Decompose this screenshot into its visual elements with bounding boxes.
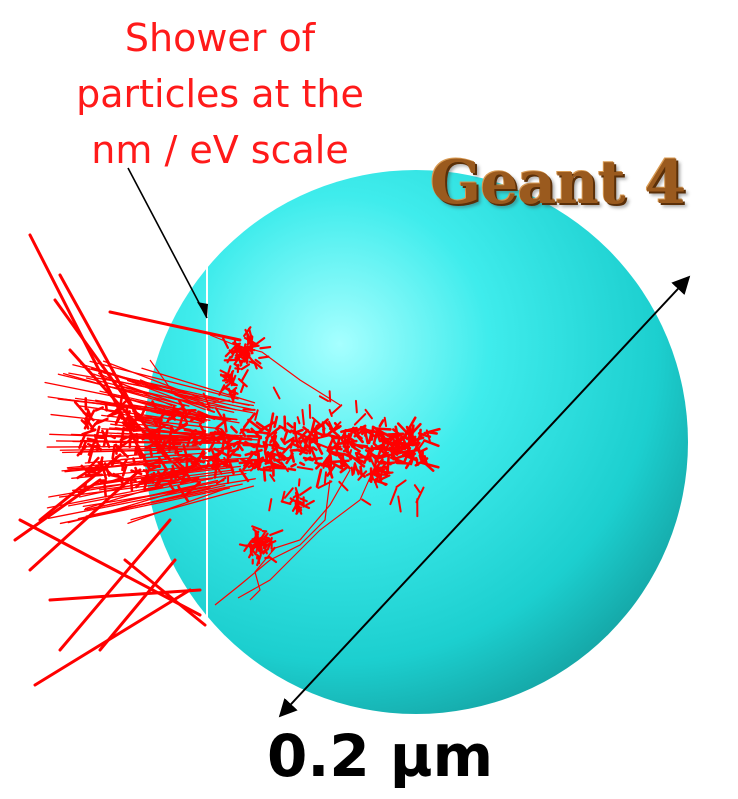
scale-label: 0.2 µm (266, 722, 494, 790)
double-headed-arrow-icon (278, 275, 691, 718)
annotation-line-3: nm / eV scale (91, 128, 349, 172)
shower-annotation: Shower of particles at the nm / eV scale (40, 10, 400, 178)
annotation-pointer-head (197, 302, 208, 318)
particle-shower (13, 233, 441, 687)
annotation-line-2: particles at the (76, 72, 364, 116)
annotation-line-1: Shower of (124, 16, 316, 60)
geant4-logo: Geant 4 (430, 148, 686, 218)
annotation-pointer (127, 167, 208, 319)
